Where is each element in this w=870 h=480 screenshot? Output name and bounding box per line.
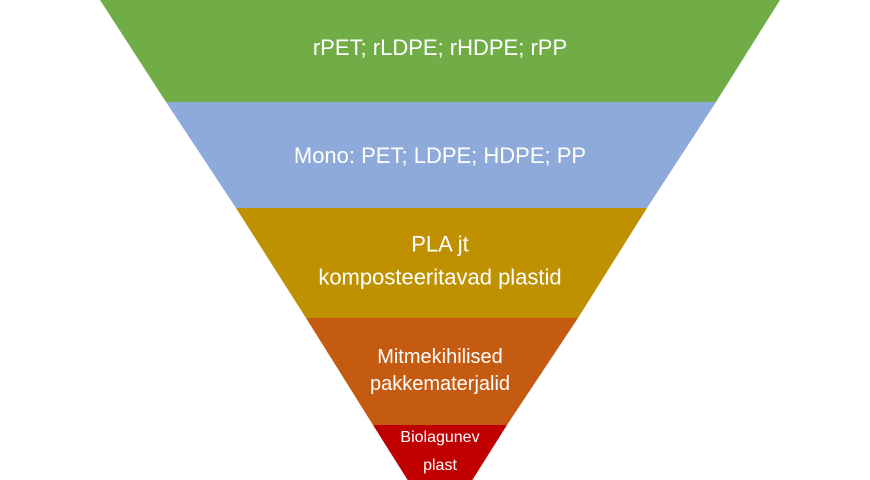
tier-recycled-shape xyxy=(100,0,780,102)
tier-multilayer-shape xyxy=(306,318,578,425)
tier-compostable-label-line-1: PLA jt xyxy=(411,231,468,256)
tier-multilayer-label-line-2: pakkematerjalid xyxy=(370,373,510,395)
tier-multilayer-label-line-1: Mitmekihilised xyxy=(377,346,503,368)
tier-mono-shape xyxy=(166,102,716,208)
tier-biodegradable-label-line-2: plast xyxy=(423,457,457,474)
tier-recycled-label-line-1: rPET; rLDPE; rHDPE; rPP xyxy=(313,35,567,60)
tier-biodegradable-label-line-1: Biolagunev xyxy=(400,429,479,446)
tier-biodegradable-shape xyxy=(373,425,507,480)
tier-mono-label-line-1: Mono: PET; LDPE; HDPE; PP xyxy=(294,143,586,168)
tier-compostable-shape xyxy=(236,208,647,318)
pyramid-tiers: rPET; rLDPE; rHDPE; rPP Mono: PET; LDPE; … xyxy=(100,0,780,480)
tier-compostable-label-line-2: komposteeritavad plastid xyxy=(318,264,561,289)
